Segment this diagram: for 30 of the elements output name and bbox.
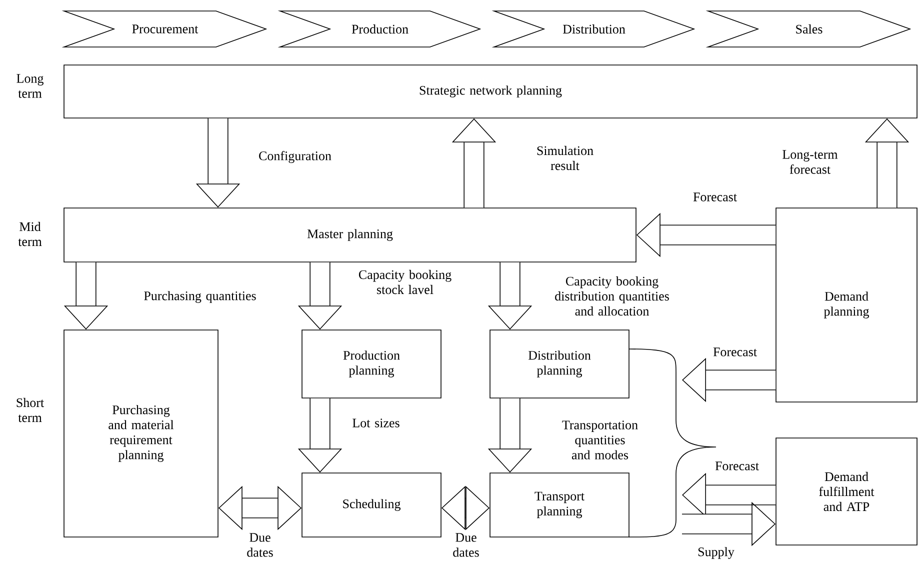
process-box: Purchasing and material requirement planning	[64, 330, 218, 538]
edge-label: Capacity booking distribution quantities and allocation	[555, 276, 669, 316]
process-box: Transport planning	[490, 472, 630, 538]
edge-label: Capacity booking stock lavel	[358, 270, 452, 294]
process-step: Procurement	[62, 10, 268, 48]
edge-label: Due dates	[247, 533, 273, 557]
row-label: Short term	[16, 398, 44, 422]
process-step: Production	[278, 10, 482, 48]
row-label: Mid term	[18, 222, 42, 246]
process-box: Distribution planning	[490, 330, 630, 398]
edge-label: Due dates	[453, 533, 479, 557]
edge-label: Transportation quantities and modes	[562, 420, 638, 460]
edge-label: Lot sizes	[352, 418, 400, 428]
edge-label: Forecast	[713, 348, 757, 356]
edge-label: Purchasing quantities	[144, 291, 256, 303]
edge-label: Simulation result	[537, 146, 594, 170]
process-box: Production planning	[302, 330, 442, 398]
process-step: Sales	[706, 10, 912, 48]
process-box: Demand planning	[776, 208, 918, 402]
edge-label: Forecast	[693, 192, 737, 202]
edge-label: Forecast	[715, 462, 759, 470]
edge-label: Configuration	[259, 151, 332, 163]
process-box: Scheduling	[302, 472, 442, 538]
row-label: Long term	[16, 74, 44, 98]
edge-label: Long-term forecast	[782, 150, 838, 174]
process-step: Distribution	[492, 10, 696, 48]
process-box: Master planning	[64, 208, 636, 262]
edge-label: Supply	[698, 547, 734, 559]
process-box: Strategic network planning	[64, 64, 918, 118]
process-box: Demand fulfillment and ATP	[776, 438, 918, 546]
